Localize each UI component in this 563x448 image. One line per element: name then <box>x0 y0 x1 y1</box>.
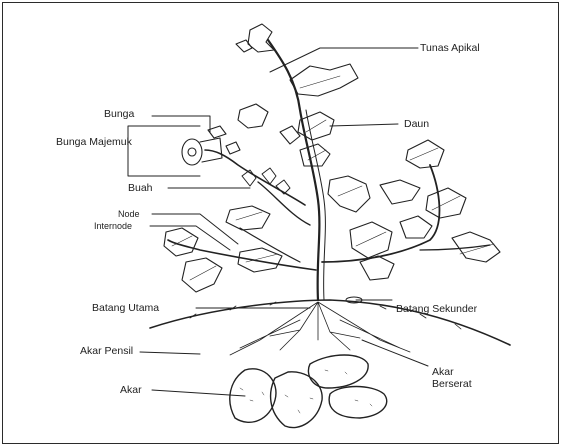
flower-bud <box>208 126 226 138</box>
leaf <box>238 248 282 272</box>
label-bunga-majemuk: Bunga Majemuk <box>56 136 132 148</box>
flower-cluster <box>182 126 240 165</box>
leaf <box>226 206 270 230</box>
leaf <box>236 40 252 52</box>
leaf <box>400 216 432 238</box>
leader-internode <box>150 226 230 250</box>
tubers <box>230 355 387 428</box>
flower-bud <box>226 142 240 154</box>
leaf <box>182 258 222 292</box>
lower-left-branch-2 <box>240 228 300 262</box>
leaf <box>328 176 370 212</box>
fibrous-roots <box>230 302 410 355</box>
leaf <box>238 104 268 128</box>
flower-center <box>188 148 196 156</box>
leaf <box>280 126 300 144</box>
label-node: Node <box>118 208 140 220</box>
leaf <box>350 222 392 258</box>
leaf <box>290 64 358 96</box>
label-akar-berserat-line2: Berserat <box>432 378 472 390</box>
leader-bunga <box>152 116 210 132</box>
secondary-stem <box>322 165 439 262</box>
tuber <box>271 372 323 428</box>
label-akar-pensil: Akar Pensil <box>80 345 133 357</box>
tuber <box>329 387 387 419</box>
label-bunga: Bunga <box>104 108 134 120</box>
tuber-texture <box>240 370 372 413</box>
leaf <box>164 228 198 256</box>
flower-bloom <box>182 139 202 165</box>
label-internode: Internode <box>94 220 132 232</box>
label-akar-berserat-line1: Akar <box>432 366 454 378</box>
label-daun: Daun <box>404 118 429 130</box>
leader-lines <box>128 48 428 396</box>
label-buah: Buah <box>128 182 153 194</box>
label-akar: Akar <box>120 384 142 396</box>
label-batang-utama: Batang Utama <box>92 302 159 314</box>
leader-akar-berserat <box>362 340 428 366</box>
label-tunas-apikal: Tunas Apikal <box>420 42 480 54</box>
leader-akar-pensil <box>140 352 200 354</box>
main-stem <box>268 40 319 300</box>
leader-bunga-majemuk <box>128 126 200 176</box>
leaf <box>406 140 444 168</box>
leaf <box>380 180 420 204</box>
leaves <box>164 24 500 292</box>
label-batang-sekunder: Batang Sekunder <box>396 303 477 315</box>
right-branch <box>420 245 490 250</box>
leader-tunas-apikal <box>270 48 418 72</box>
leader-daun <box>330 124 398 126</box>
